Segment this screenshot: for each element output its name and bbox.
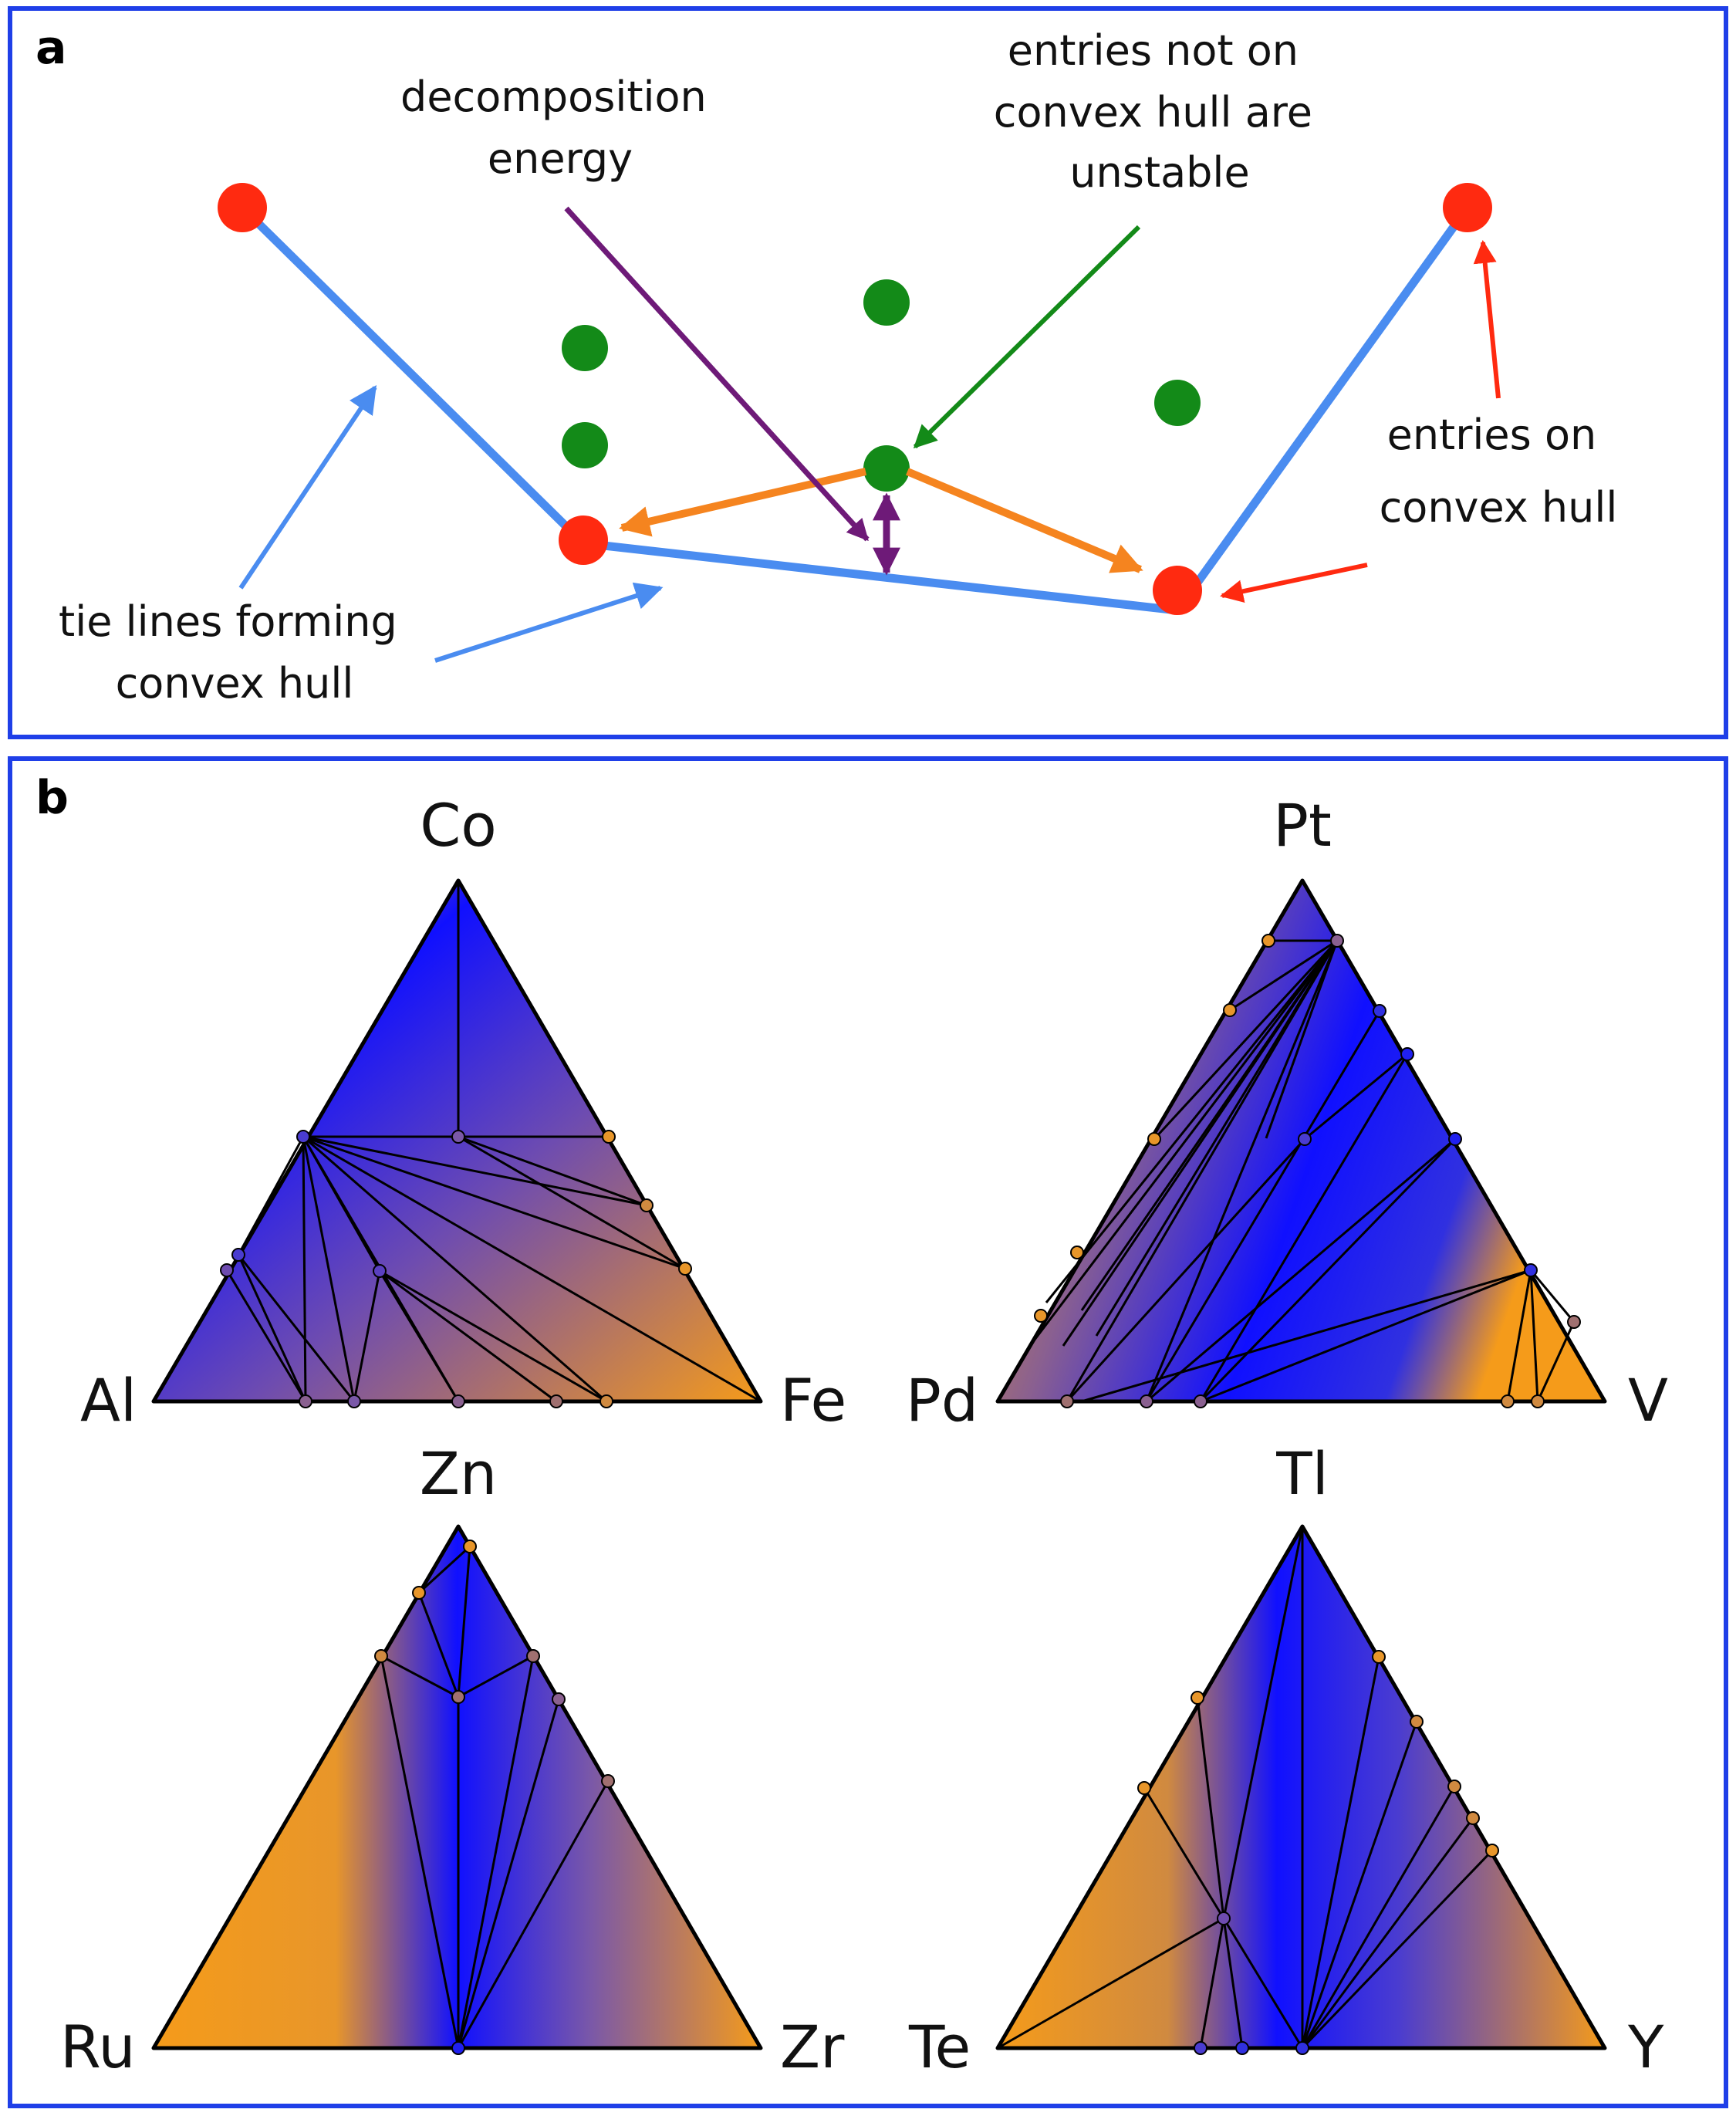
tie-lines-label: tie lines forming convex hull	[59, 597, 410, 708]
ternary-diagram-zn-ru-zr: Zn Ru Zr	[60, 1439, 845, 2081]
element-label-left: Ru	[60, 2013, 136, 2081]
decomposition-arrow	[619, 468, 867, 537]
element-label-right: Fe	[780, 1366, 846, 1435]
phase-point	[1191, 1691, 1204, 1705]
phase-point	[1410, 1715, 1424, 1729]
phase-point	[640, 1198, 654, 1212]
phase-point	[299, 1394, 312, 1408]
phase-point	[1524, 1263, 1538, 1277]
phase-point	[231, 1248, 245, 1262]
phase-point	[1223, 1003, 1237, 1017]
phase-point	[1531, 1394, 1545, 1408]
unstable-entry-point	[562, 422, 608, 468]
phase-point	[1298, 1132, 1312, 1146]
phase-point	[549, 1394, 563, 1408]
convex-hull-schematic: a decomposition energy	[35, 21, 1618, 708]
phase-point	[1373, 1004, 1386, 1018]
element-label-top: Co	[420, 791, 497, 860]
phase-point	[1485, 1844, 1499, 1857]
element-label-top: Zn	[420, 1439, 497, 1508]
phase-point	[1137, 1781, 1151, 1795]
phase-point	[1567, 1315, 1581, 1329]
tie-line-pointer-arrow	[434, 582, 664, 663]
stable-entry-point	[1153, 566, 1202, 615]
stable-entry-point	[1443, 183, 1492, 232]
phase-point	[1295, 2041, 1309, 2055]
phase-point	[1194, 1394, 1207, 1408]
ternary-diagram-pt-pd-v: Pt Pd V	[906, 791, 1668, 1435]
phase-point	[1060, 1394, 1074, 1408]
element-label-left: Pd	[906, 1366, 978, 1435]
on-hull-pointer-arrow	[1473, 240, 1501, 399]
ternary-diagram-co-al-fe: Co Al Fe	[80, 791, 846, 1435]
phase-point	[678, 1262, 692, 1276]
phase-point	[601, 1774, 615, 1788]
phase-point	[1501, 1394, 1515, 1408]
phase-point	[451, 1130, 465, 1144]
panel-a: a decomposition energy	[8, 6, 1728, 739]
phase-point	[1140, 1394, 1153, 1408]
unstable-entry-point	[1154, 380, 1201, 426]
element-label-right: Zr	[780, 2013, 845, 2081]
unstable-entry-point	[863, 279, 910, 326]
unstable-entries-label: entries not on convex hull are unstable	[994, 26, 1326, 197]
phase-point	[1330, 934, 1344, 948]
phase-point	[1372, 1650, 1386, 1664]
phase-point	[373, 1264, 387, 1278]
panel-a-label: a	[35, 21, 67, 75]
phase-point	[599, 1394, 613, 1408]
panel-b: b	[8, 756, 1728, 2108]
element-label-left: Te	[908, 2013, 971, 2081]
decomposition-arrow	[906, 468, 1143, 573]
panel-b-label: b	[35, 771, 69, 825]
element-label-right: Y	[1627, 2013, 1664, 2081]
phase-point	[602, 1130, 616, 1144]
element-label-top: Pt	[1273, 791, 1332, 860]
element-label-right: V	[1628, 1366, 1668, 1435]
phase-point	[374, 1649, 388, 1663]
tie-line-pointer-arrow	[238, 385, 377, 590]
phase-point	[1448, 1132, 1462, 1146]
stable-entry-point	[559, 515, 608, 565]
phase-point	[1070, 1246, 1084, 1259]
phase-point	[552, 1692, 566, 1706]
phase-point	[1447, 1780, 1461, 1793]
phase-point	[451, 1394, 465, 1408]
phase-point	[296, 1130, 310, 1144]
stable-entry-point	[218, 183, 267, 232]
phase-point	[463, 1540, 477, 1553]
on-hull-pointer-arrow	[1220, 563, 1368, 603]
phase-point	[220, 1263, 234, 1277]
phase-point	[526, 1649, 540, 1663]
unstable-pointer-arrow	[913, 225, 1141, 449]
decomposition-energy-label: decomposition energy	[400, 73, 720, 183]
phase-point	[347, 1394, 361, 1408]
phase-point	[1400, 1047, 1414, 1061]
phase-point	[1217, 1911, 1231, 1925]
phase-point	[451, 1690, 465, 1704]
convex-hull-line	[239, 205, 1471, 615]
phase-point	[451, 2041, 465, 2055]
unstable-entry-point	[863, 445, 910, 492]
ternary-diagram-tl-te-y: Tl Te Y	[908, 1439, 1664, 2081]
phase-point	[1235, 2041, 1249, 2055]
element-label-left: Al	[80, 1366, 137, 1435]
energy-pointer-arrow	[564, 206, 870, 542]
phase-point	[1147, 1132, 1161, 1146]
phase-point	[1261, 934, 1275, 948]
phase-point	[1034, 1309, 1048, 1323]
phase-point	[412, 1586, 426, 1600]
unstable-entry-point	[562, 325, 608, 371]
ternary-phase-diagrams: b	[35, 771, 1668, 2081]
phase-point	[1466, 1811, 1480, 1825]
hull-entries-label: entries on convex hull	[1380, 411, 1618, 532]
phase-point	[1194, 2041, 1207, 2055]
element-label-top: Tl	[1275, 1439, 1329, 1508]
